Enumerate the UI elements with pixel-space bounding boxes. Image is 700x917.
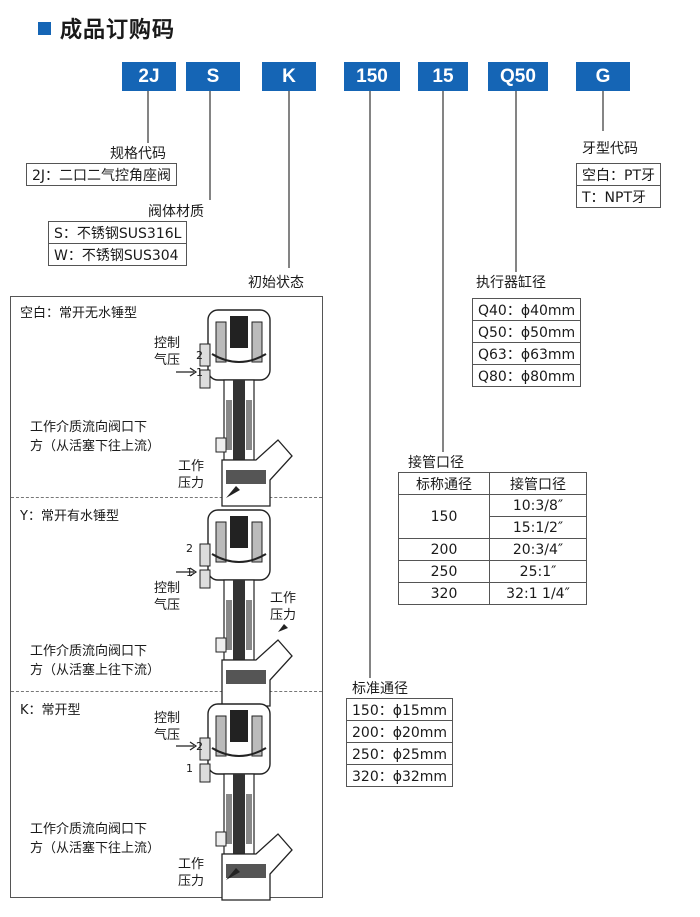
code-spec: 2J — [122, 62, 176, 91]
code-actuator: Q50 — [488, 62, 548, 91]
code-pipe: 15 — [418, 62, 468, 91]
pipe-size-cell: 150 — [398, 494, 490, 539]
control-pressure-label: 控制 气压 — [154, 711, 181, 743]
pipe-table: 标称通径 接管口径 150 10:3/8″ 15:1/2″ 200 20:3/4… — [398, 472, 587, 605]
thread-table: 空白：PT牙 T：NPT牙 — [576, 163, 661, 208]
pipe-size-cell: 200 — [398, 538, 490, 561]
material-row: S：不锈钢SUS316L — [47, 221, 188, 244]
pipe-port-cell: 25:1″ — [489, 560, 587, 583]
port-1-label: 1 — [196, 366, 203, 379]
section-divider — [11, 691, 322, 692]
actuator-row: Q63：ϕ63mm — [471, 342, 582, 365]
nominal-row: 150：ϕ15mm — [345, 698, 454, 721]
nominal-row: 250：ϕ25mm — [345, 742, 454, 765]
code-initial-state: K — [262, 62, 316, 91]
nominal-row: 200：ϕ20mm — [345, 720, 454, 743]
port-2-label: 2 — [186, 542, 193, 555]
control-pressure-label: 控制 气压 — [154, 581, 181, 613]
actuator-row: Q80：ϕ80mm — [471, 364, 582, 387]
pipe-size-cell: 320 — [398, 582, 490, 605]
nominal-table: 150：ϕ15mm 200：ϕ20mm 250：ϕ25mm 320：ϕ32mm — [345, 698, 454, 787]
working-pressure-label: 工作 压力 — [178, 459, 205, 491]
flow-direction-text: 工作介质流向阀口下 方（从活塞上往下流） — [30, 644, 161, 678]
spec-row: 2J：二口二气控角座阀 — [25, 163, 178, 186]
code-nominal: 150 — [344, 62, 400, 91]
working-pressure-label: 工作 压力 — [178, 857, 205, 889]
material-heading: 阀体材质 — [148, 204, 204, 220]
working-pressure-label: 工作 压力 — [270, 591, 297, 623]
material-table: S：不锈钢SUS316L W：不锈钢SUS304 — [47, 221, 188, 266]
pipe-col-header: 标称通径 — [398, 472, 490, 495]
thread-row: 空白：PT牙 — [576, 163, 661, 186]
pipe-col-header: 接管口径 — [489, 472, 587, 495]
spec-heading: 规格代码 — [110, 146, 166, 162]
port-2-label: 2 — [196, 740, 203, 753]
pipe-port-cell: 32:1 1/4″ — [489, 582, 587, 605]
section-title: Y：常开有水锤型 — [20, 509, 119, 524]
thread-row: T：NPT牙 — [576, 185, 661, 208]
spec-table: 2J：二口二气控角座阀 — [25, 163, 178, 186]
control-pressure-label: 控制 气压 — [154, 336, 181, 368]
actuator-row: Q40：ϕ40mm — [471, 298, 582, 321]
actuator-heading: 执行器缸径 — [476, 275, 546, 291]
code-thread: G — [576, 62, 630, 91]
actuator-row: Q50：ϕ50mm — [471, 320, 582, 343]
initial-state-panel — [10, 296, 323, 898]
initial-state-heading: 初始状态 — [248, 275, 304, 291]
code-material: S — [186, 62, 240, 91]
title-marker — [38, 22, 51, 35]
nominal-row: 320：ϕ32mm — [345, 764, 454, 787]
flow-direction-text: 工作介质流向阀口下 方（从活塞下往上流） — [30, 822, 161, 856]
pipe-port-cell: 20:3/4″ — [489, 538, 587, 561]
port-1-label: 1 — [186, 566, 193, 579]
actuator-table: Q40：ϕ40mm Q50：ϕ50mm Q63：ϕ63mm Q80：ϕ80mm — [471, 298, 582, 387]
section-title: K：常开型 — [20, 703, 81, 718]
port-1-label: 1 — [186, 762, 193, 775]
pipe-port-cell: 15:1/2″ — [489, 516, 587, 539]
thread-heading: 牙型代码 — [582, 141, 638, 157]
pipe-size-cell: 250 — [398, 560, 490, 583]
page-title: 成品订购码 — [60, 18, 176, 43]
section-title: 空白：常开无水锤型 — [20, 306, 138, 321]
pipe-port-cell: 10:3/8″ — [489, 494, 587, 517]
flow-direction-text: 工作介质流向阀口下 方（从活塞下往上流） — [30, 420, 161, 454]
pipe-heading: 接管口径 — [408, 455, 464, 471]
section-divider — [11, 497, 322, 498]
material-row: W：不锈钢SUS304 — [47, 243, 188, 266]
nominal-heading: 标准通径 — [352, 681, 408, 697]
port-2-label: 2 — [196, 349, 203, 362]
